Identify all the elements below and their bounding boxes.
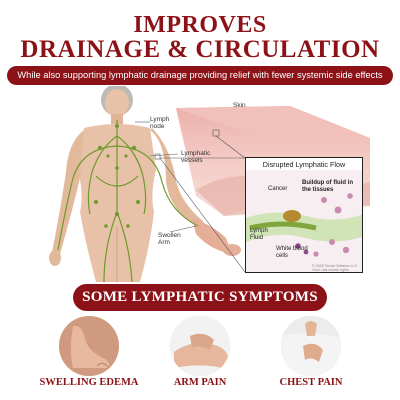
copyright-note: © 2025 Terese Winslow U.S. Govt. has cer… [312,264,358,272]
swollen-foot-photo [59,316,119,376]
inset-title: Disrupted Lymphatic Flow [262,160,346,169]
fluid-cells [313,193,353,257]
leader-lines [135,121,246,273]
title-line-2: DRAINAGE & CIRCULATION [20,36,380,63]
woman-figure [49,86,241,282]
inset-graphic [246,170,362,272]
buildup-label: Buildup of fluid in the tissues [302,180,353,193]
white-blood-cells-label: White blood cells [276,246,308,259]
title-line-1: IMPROVES [133,12,267,38]
symptom-label-arm-pain: ARM PAIN [173,377,227,388]
disrupted-flow-inset: Disrupted Lymphatic Flow Cancer Buildup … [245,157,363,273]
lymph-node-label: Lymph node [150,116,170,130]
lymphatic-illustration [49,86,370,282]
lymphatic-vessels-label: Lymphatic vessels [181,150,211,164]
symptoms-heading: SOME LYMPHATIC SYMPTOMS [73,284,327,311]
skin-label: Skin [233,102,246,109]
lymph-nodes [94,124,140,228]
subtitle-banner: While also supporting lymphatic drainage… [7,66,393,85]
white-blood-cells [295,243,309,255]
lymph-fluid-label: Lymph Fluid [250,228,268,241]
symptom-label-chest-pain: CHEST PAIN [279,377,343,388]
cancer-label: Cancer [268,186,288,192]
swollen-arm-label: Swollen Arm [158,232,181,246]
chest-pain-photo [281,316,341,376]
symptom-label-swelling-edema: SWELLING EDEMA [39,377,139,388]
cancer-mass [283,210,301,222]
arm-pain-photo [170,316,230,376]
